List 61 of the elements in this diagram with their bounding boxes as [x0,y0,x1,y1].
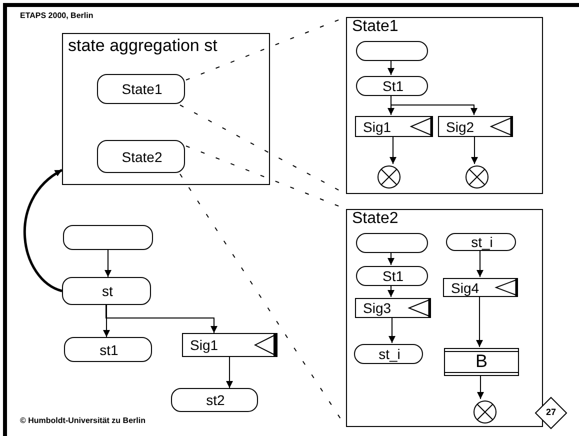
state-name: B [474,352,488,370]
state-aggregation-box [62,33,270,185]
arrow [388,284,394,298]
signal-name: Sig1 [190,338,218,352]
arrow [471,136,478,164]
state-box [62,277,151,305]
state-box [63,225,153,250]
panel-title: State1 [352,19,398,35]
state-name: st2 [205,393,226,407]
group-title: state aggregation st [68,37,218,54]
state-detail-panel [346,209,543,427]
arrow [106,304,218,334]
arrow [390,136,396,164]
arrow [388,316,396,344]
state-box [446,233,516,251]
page-number-diamond [535,397,567,429]
arrow [388,60,394,76]
page-number: 27 [544,408,557,417]
state-name: st_i [470,235,494,249]
state-box [356,41,428,61]
arrow [388,252,394,266]
state-box [97,74,185,104]
arrow [103,304,110,338]
state-name: st_i [378,347,402,361]
signal-input-box [443,278,518,297]
arrow [390,94,478,116]
footer-text: © Humboldt-Universität zu Berlin [20,417,146,425]
arrow [24,168,63,292]
arrow [226,356,233,388]
signal-input-box [182,333,277,357]
signal-name: Sig1 [363,120,392,134]
state-box [356,76,428,96]
panel-title: State2 [352,211,398,227]
state-box [356,233,428,253]
state-name: State2 [120,150,164,164]
state-name: State1 [120,82,164,96]
state-box [354,344,423,364]
state-name: st1 [98,342,120,356]
arrow [476,296,483,348]
header-text: ETAPS 2000, Berlin [20,12,94,20]
state-box [97,140,185,173]
stop-symbol [465,165,489,189]
signal-input-box [438,116,513,137]
signal-name: Sig4 [451,280,480,294]
state-box [64,337,152,362]
stop-symbol [377,165,401,189]
arrow [476,250,484,278]
state-name: St1 [381,269,404,283]
state-box [356,266,428,286]
signal-input-box [355,116,433,137]
arrow [104,250,112,278]
signal-name: Sig3 [363,301,392,315]
state-name: st [101,284,114,298]
signal-name: Sig2 [446,120,474,134]
state-box [171,388,258,412]
signal-input-box [355,298,431,318]
task-box [444,348,519,376]
state-name: St1 [381,79,404,93]
arrow [477,374,484,400]
state-detail-panel [346,17,543,194]
stop-symbol [473,400,497,424]
